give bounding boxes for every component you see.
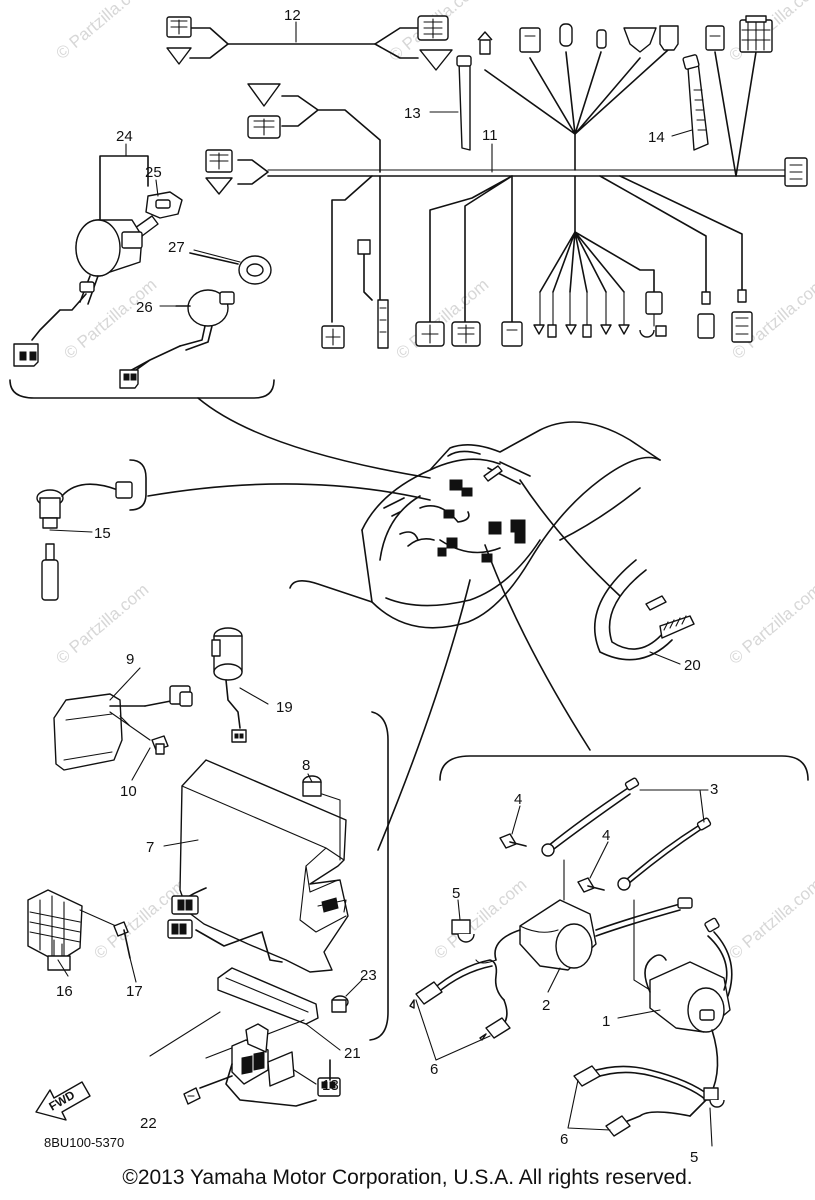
snowmobile-body (289, 421, 661, 629)
callout-22: 22 (140, 1115, 157, 1132)
callout-leaders (49, 21, 713, 1147)
relay-9 (53, 685, 193, 771)
callout-10: 10 (120, 783, 137, 800)
fuse-18 (183, 1023, 341, 1107)
cdi-unit-7 (167, 759, 349, 973)
main-switch-group-24 (13, 155, 272, 389)
group-bracket (439, 755, 809, 781)
high-tension-cords-3 (541, 777, 712, 891)
sensor-15 (36, 459, 147, 601)
watermark: © Partzilla.com (60, 275, 160, 363)
leader-line (484, 544, 591, 751)
callout-11: 11 (482, 127, 498, 144)
callout-21: 21 (344, 1045, 361, 1062)
watermark: © Partzilla.com (725, 580, 815, 668)
callout-14: 14 (648, 129, 665, 146)
callout-25: 25 (145, 164, 162, 181)
rectifier-16 (27, 889, 131, 971)
callout-8: 8 (302, 757, 310, 774)
callout-4b: 4 (602, 827, 610, 844)
screws-4 (499, 833, 605, 893)
callout-19: 19 (276, 699, 293, 716)
watermark: © Partzilla.com (52, 580, 152, 668)
callout-16: 16 (56, 983, 73, 1000)
band-14 (682, 54, 709, 151)
callout-4a: 4 (514, 791, 522, 808)
watermark: © Partzilla.com (52, 0, 152, 63)
watermark: © Partzilla.com (430, 875, 530, 963)
callout-26: 26 (136, 299, 153, 316)
leader-line (519, 479, 621, 597)
callout-20: 20 (684, 657, 701, 674)
callout-7: 7 (146, 839, 154, 856)
callout-3: 3 (710, 781, 718, 798)
callout-27: 27 (168, 239, 185, 256)
bracket-21 (149, 967, 349, 1059)
callout-1: 1 (602, 1013, 610, 1030)
watermark: © Partzilla.com (392, 275, 492, 363)
callout-5a: 5 (452, 885, 460, 902)
callout-15: 15 (94, 525, 111, 542)
condenser-19 (211, 627, 247, 743)
callout-17: 17 (126, 983, 143, 1000)
leader-line (377, 579, 471, 851)
callout-12: 12 (284, 7, 301, 24)
band-20 (593, 559, 695, 661)
group-bracket (369, 711, 389, 1041)
sub-wire-harness-12 (166, 15, 453, 71)
callout-6b: 6 (560, 1131, 568, 1148)
part-code: 8BU100-5370 (44, 1135, 124, 1150)
main-wire-harness-11 (205, 15, 808, 349)
leader-line (147, 483, 431, 501)
fwd-arrow-badge: FWD (35, 1081, 91, 1121)
group-bracket (9, 379, 275, 399)
callout-5b: 5 (690, 1149, 698, 1166)
callout-18: 18 (322, 1077, 339, 1094)
band-13 (456, 55, 472, 151)
callout-24: 24 (116, 128, 133, 145)
ignition-coil-2 (475, 859, 693, 971)
spark-plug-caps-6a (409, 919, 511, 1041)
spark-plug-caps-6b (573, 1065, 725, 1137)
leader-line (197, 397, 431, 479)
ignition-coil-1 (633, 899, 733, 1117)
watermark: © Partzilla.com (90, 875, 190, 963)
callout-13: 13 (404, 105, 421, 122)
callout-23: 23 (360, 967, 377, 984)
watermark: © Partzilla.com (725, 875, 815, 963)
copyright-footer: ©2013 Yamaha Motor Corporation, U.S.A. A… (122, 1166, 693, 1189)
callout-6a: 6 (430, 1061, 438, 1078)
callout-numbers: 12 13 11 14 24 25 27 26 15 20 9 19 8 10 … (56, 7, 718, 1166)
callout-2: 2 (542, 997, 550, 1014)
callout-9: 9 (126, 651, 134, 668)
